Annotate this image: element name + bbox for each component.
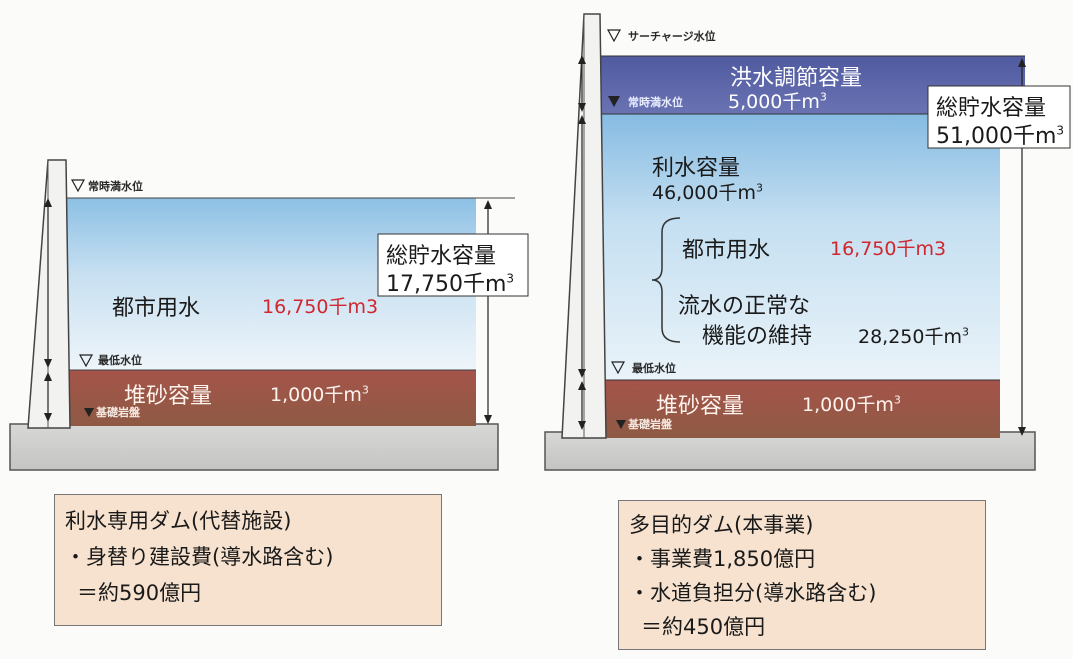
left-min-level-marker bbox=[78, 354, 94, 368]
right-foundation bbox=[544, 431, 1036, 471]
left-dam-body bbox=[27, 159, 71, 429]
left-bedrock-label: 基礎岩盤 bbox=[96, 406, 140, 419]
right-flood-value: 5,000千m3 bbox=[728, 90, 827, 113]
left-urban-label: 都市用水 bbox=[112, 296, 201, 321]
right-urban-label: 都市用水 bbox=[682, 238, 771, 263]
left-bedrock-marker bbox=[84, 408, 94, 417]
left-normal-level-marker bbox=[70, 179, 86, 193]
right-bedrock-label: 基礎岩盤 bbox=[628, 418, 672, 431]
right-box-cost: ・事業費1,850億円 bbox=[629, 547, 816, 571]
right-normal-level-label: 常時満水位 bbox=[628, 96, 683, 109]
left-urban-value: 16,750千m3 bbox=[262, 296, 379, 318]
right-sediment-label: 堆砂容量 bbox=[656, 394, 745, 419]
right-normal-function-value: 28,250千m3 bbox=[858, 325, 969, 348]
right-urban-value: 16,750千m3 bbox=[830, 238, 947, 260]
right-min-level-marker bbox=[610, 361, 626, 375]
right-box-water-share: ・水道負担分(導水路含む) bbox=[629, 581, 877, 605]
left-sediment bbox=[66, 370, 476, 426]
left-sediment-value: 1,000千m3 bbox=[270, 383, 369, 406]
right-normal-function-line2: 機能の維持 bbox=[702, 324, 813, 349]
right-flood-label: 洪水調節容量 bbox=[730, 66, 863, 91]
left-box-total: ＝約590億円 bbox=[77, 581, 202, 605]
right-water-use-label: 利水容量 bbox=[652, 156, 741, 181]
right-total-value: 51,000千m3 bbox=[936, 123, 1065, 149]
left-summary-box: 利水専用ダム(代替施設) ・身替り建設費(導水路含む) ＝約590億円 bbox=[54, 494, 442, 626]
right-box-title: 多目的ダム(本事業) bbox=[629, 513, 814, 537]
right-water-use bbox=[600, 114, 1000, 380]
right-normal-function-line1: 流水の正常な bbox=[678, 294, 811, 319]
right-bedrock-marker bbox=[616, 420, 626, 429]
left-normal-level-label: 常時満水位 bbox=[88, 180, 143, 193]
right-sediment-value: 1,000千m3 bbox=[802, 393, 901, 416]
left-min-level-label: 最低水位 bbox=[98, 354, 142, 367]
right-total-label: 総貯水容量 bbox=[936, 96, 1047, 121]
right-total-label-box bbox=[927, 85, 1071, 149]
left-foundation bbox=[9, 423, 499, 471]
left-dam bbox=[9, 159, 529, 471]
right-breakdown-brace bbox=[651, 217, 681, 343]
left-sediment-label: 堆砂容量 bbox=[124, 384, 213, 409]
left-total-value: 17,750千m3 bbox=[386, 271, 515, 297]
right-water-use-value: 46,000千m3 bbox=[652, 181, 763, 204]
right-normal-level-marker bbox=[608, 96, 620, 107]
right-min-level-label: 最低水位 bbox=[632, 362, 676, 375]
right-dam bbox=[544, 13, 1071, 471]
left-box-title: 利水専用ダム(代替施設) bbox=[65, 509, 292, 533]
left-total-label: 総貯水容量 bbox=[386, 244, 497, 269]
left-box-cost: ・身替り建設費(導水路含む) bbox=[65, 545, 334, 569]
left-total-label-box bbox=[377, 233, 529, 297]
right-sediment bbox=[600, 380, 1000, 438]
right-summary-box: 多目的ダム(本事業) ・事業費1,850億円 ・水道負担分(導水路含む) ＝約4… bbox=[618, 500, 986, 650]
right-surcharge-label: サーチャージ水位 bbox=[628, 30, 716, 43]
right-box-total: ＝約450億円 bbox=[641, 615, 766, 639]
right-surcharge-marker bbox=[606, 29, 622, 43]
